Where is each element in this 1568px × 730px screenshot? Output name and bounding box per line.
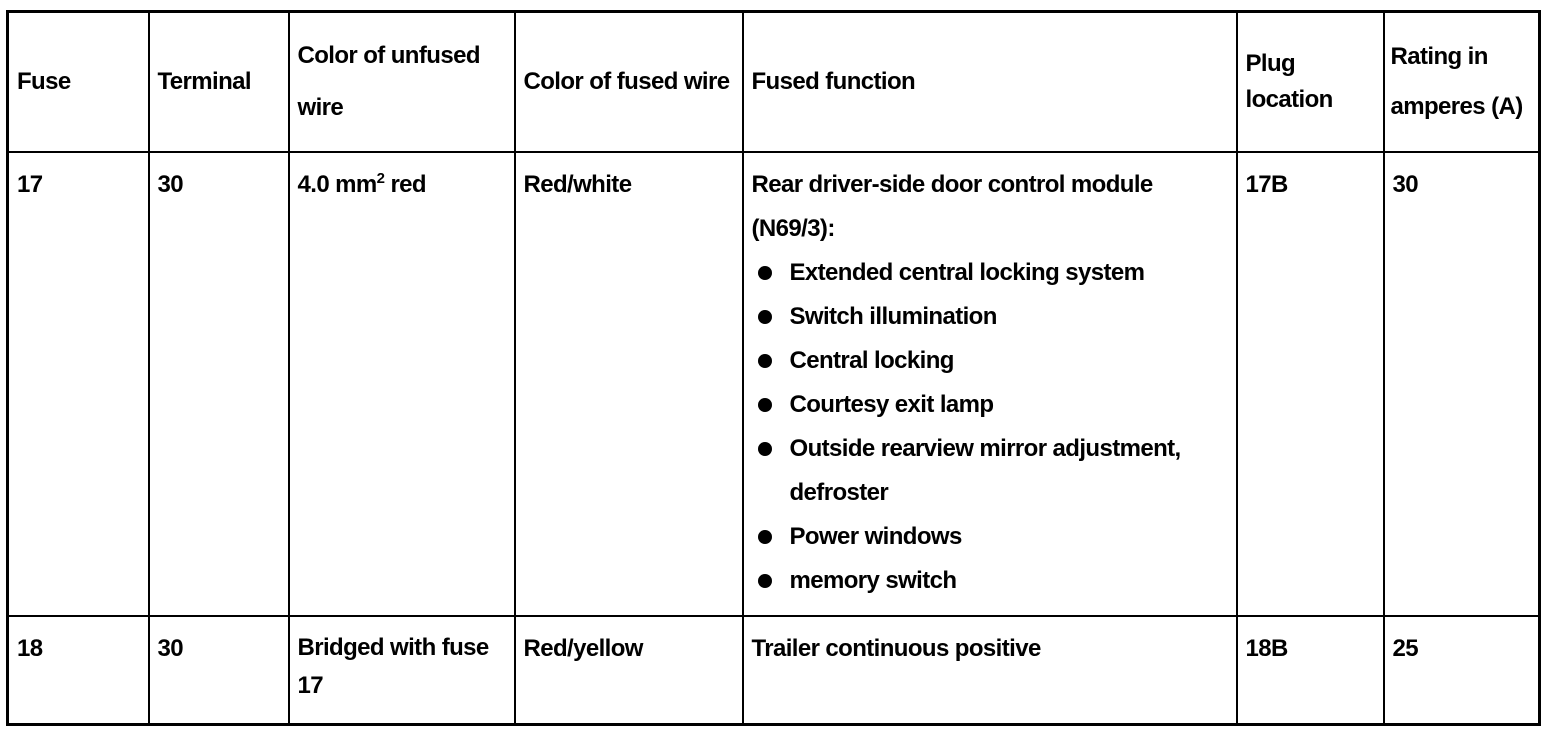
list-item-text: Courtesy exit lamp (789, 391, 995, 418)
cell-rating: 25 (1382, 615, 1541, 726)
list-item: Power windows (752, 515, 1236, 559)
list-item: Extended central locking system (752, 251, 1236, 295)
cell-unfused-wire-color: Bridged with fuse 17 (287, 615, 516, 726)
list-item-text: Extended central locking system (789, 259, 1145, 286)
header-rating: Rating in amperes (A) (1382, 10, 1541, 153)
list-item-text: Switch illumination (789, 303, 998, 330)
header-plug-location: Plug location (1235, 10, 1385, 153)
function-list: Extended central locking system Switch i… (752, 251, 1236, 603)
cell-plug-location: 17B (1235, 151, 1385, 617)
wire-size: 4.0 mm (297, 171, 378, 198)
cell-fused-wire-color: Red/white (513, 151, 744, 617)
table-row: 18 30 Bridged with fuse 17 Red/yellow Tr… (6, 615, 1541, 726)
bullet-icon (757, 266, 772, 280)
table-row: 17 30 4.0 mm2 red Red/white Rear driver-… (6, 151, 1541, 617)
bullet-icon (757, 574, 772, 588)
cell-terminal: 30 (147, 615, 290, 726)
list-item-text: Central locking (789, 347, 955, 374)
wire-size-superscript: 2 (376, 170, 385, 187)
header-fused-function: Fused function (741, 10, 1238, 153)
wire-color: red (384, 171, 426, 198)
header-fused-wire-color: Color of fused wire (513, 10, 744, 153)
header-terminal: Terminal (147, 10, 290, 153)
bullet-icon (757, 530, 772, 544)
function-title: Rear driver-side door control module (N6… (751, 171, 1154, 242)
bullet-icon (757, 442, 772, 456)
header-fuse: Fuse (6, 10, 150, 153)
cell-fuse: 18 (6, 615, 150, 726)
list-item: Switch illumination (752, 295, 1236, 339)
list-item: Central locking (752, 339, 1236, 383)
cell-terminal: 30 (147, 151, 290, 617)
list-item: memory switch (752, 559, 1236, 603)
list-item-text: memory switch (789, 567, 958, 594)
cell-unfused-wire-color: 4.0 mm2 red (287, 151, 516, 617)
list-item-text: Power windows (789, 523, 963, 550)
list-item: Courtesy exit lamp (752, 383, 1236, 427)
cell-fused-function: Rear driver-side door control module (N6… (741, 151, 1238, 617)
header-unfused-wire-color: Color of unfused wire (287, 10, 516, 153)
cell-fused-wire-color: Red/yellow (513, 615, 744, 726)
cell-fused-function: Trailer continuous positive (741, 615, 1238, 726)
header-row: Fuse Terminal Color of unfused wire Colo… (6, 10, 1541, 153)
cell-rating: 30 (1382, 151, 1541, 617)
bullet-icon (757, 354, 772, 368)
bullet-icon (757, 398, 772, 412)
cell-fuse: 17 (6, 151, 150, 617)
bullet-icon (757, 310, 772, 324)
unfused-wire-text: Bridged with fuse 17 (297, 634, 490, 699)
list-item: Outside rearview mirror adjustment, defr… (752, 427, 1236, 515)
fuse-table: Fuse Terminal Color of unfused wire Colo… (6, 10, 1541, 726)
list-item-text: Outside rearview mirror adjustment, defr… (789, 435, 1182, 506)
cell-plug-location: 18B (1235, 615, 1385, 726)
